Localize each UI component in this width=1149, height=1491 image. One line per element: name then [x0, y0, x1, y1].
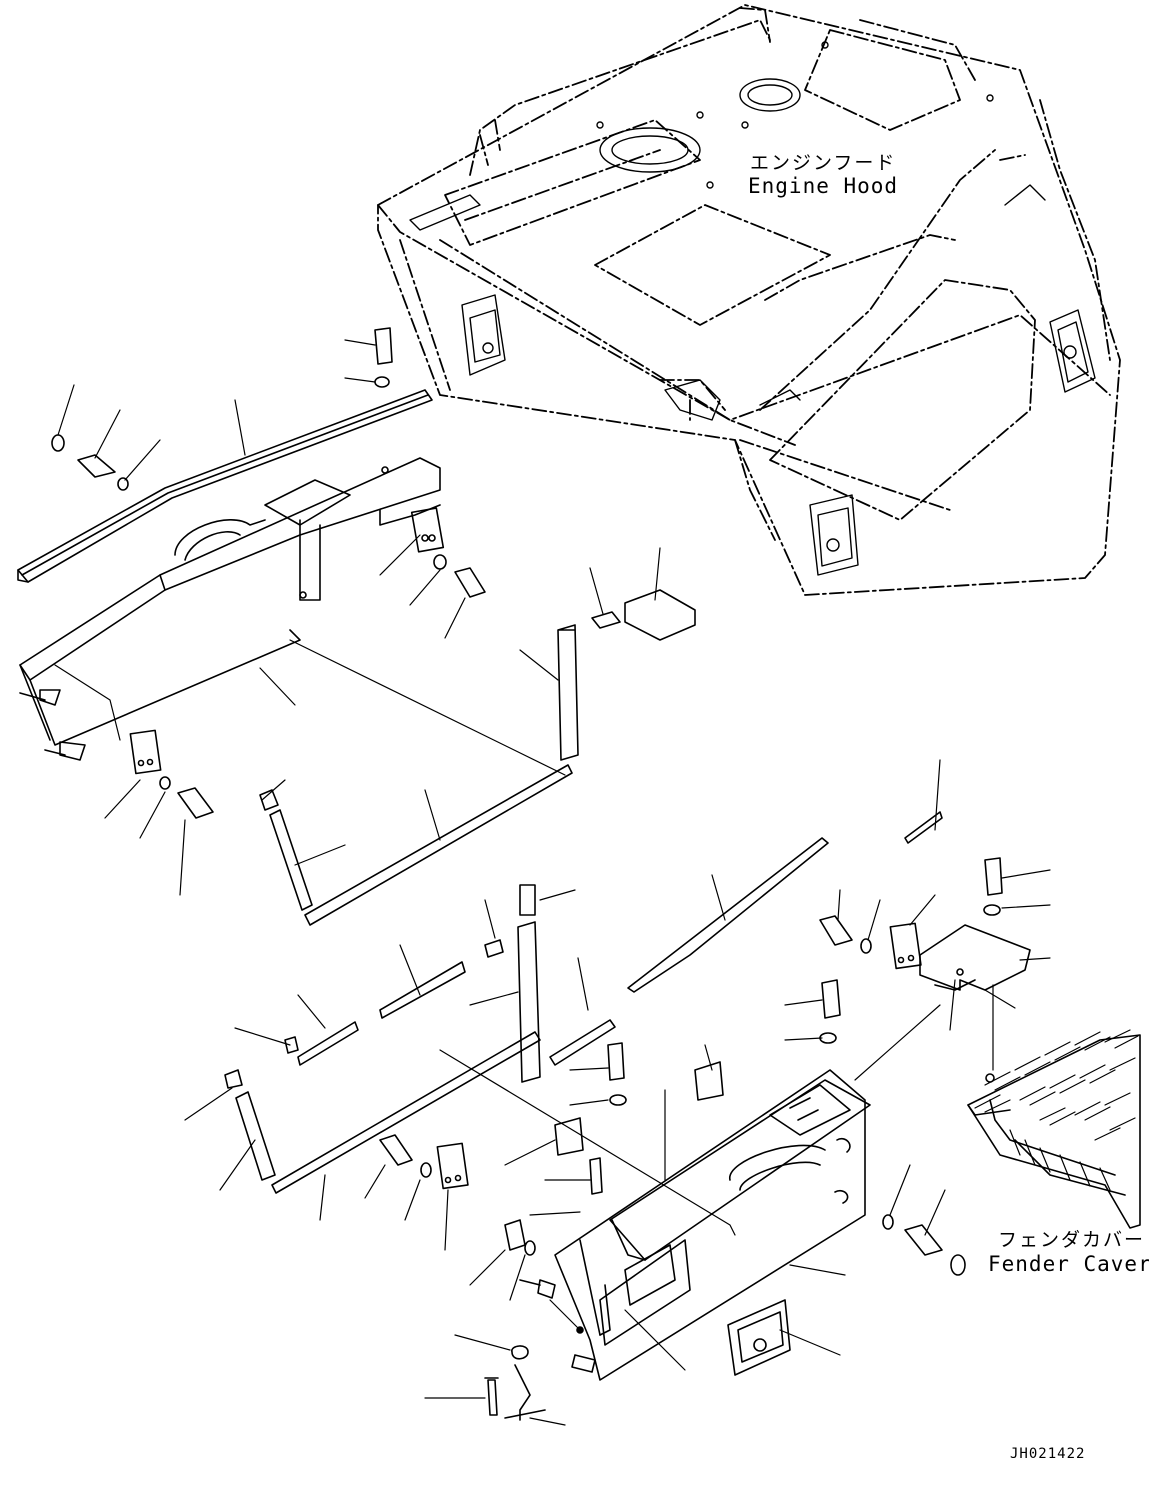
fender-cover-label-jp: フェンダカバー	[998, 1229, 1146, 1251]
lower-bracket-frame	[519, 1069, 871, 1381]
middle-leaders	[184, 547, 941, 1221]
engine-hood-details	[409, 41, 1096, 576]
upper-seal-strip	[17, 389, 433, 583]
engine-hood-label-jp: エンジンフード	[750, 152, 897, 174]
fender-cover-label-en: Fender Caver	[988, 1252, 1149, 1276]
lower-small-parts	[379, 857, 1031, 1421]
engine-hood	[377, 4, 1121, 596]
middle-parts	[224, 589, 943, 1194]
engine-hood-label-en: Engine Hood	[748, 174, 899, 198]
left-upper-small-parts	[51, 327, 486, 819]
left-upper-leaders	[54, 339, 566, 896]
lower-leaders	[364, 869, 1051, 1426]
upper-bracket-frame	[19, 457, 445, 761]
fender-cover	[967, 1029, 1141, 1229]
drawing-code: JH021422	[1010, 1446, 1086, 1462]
